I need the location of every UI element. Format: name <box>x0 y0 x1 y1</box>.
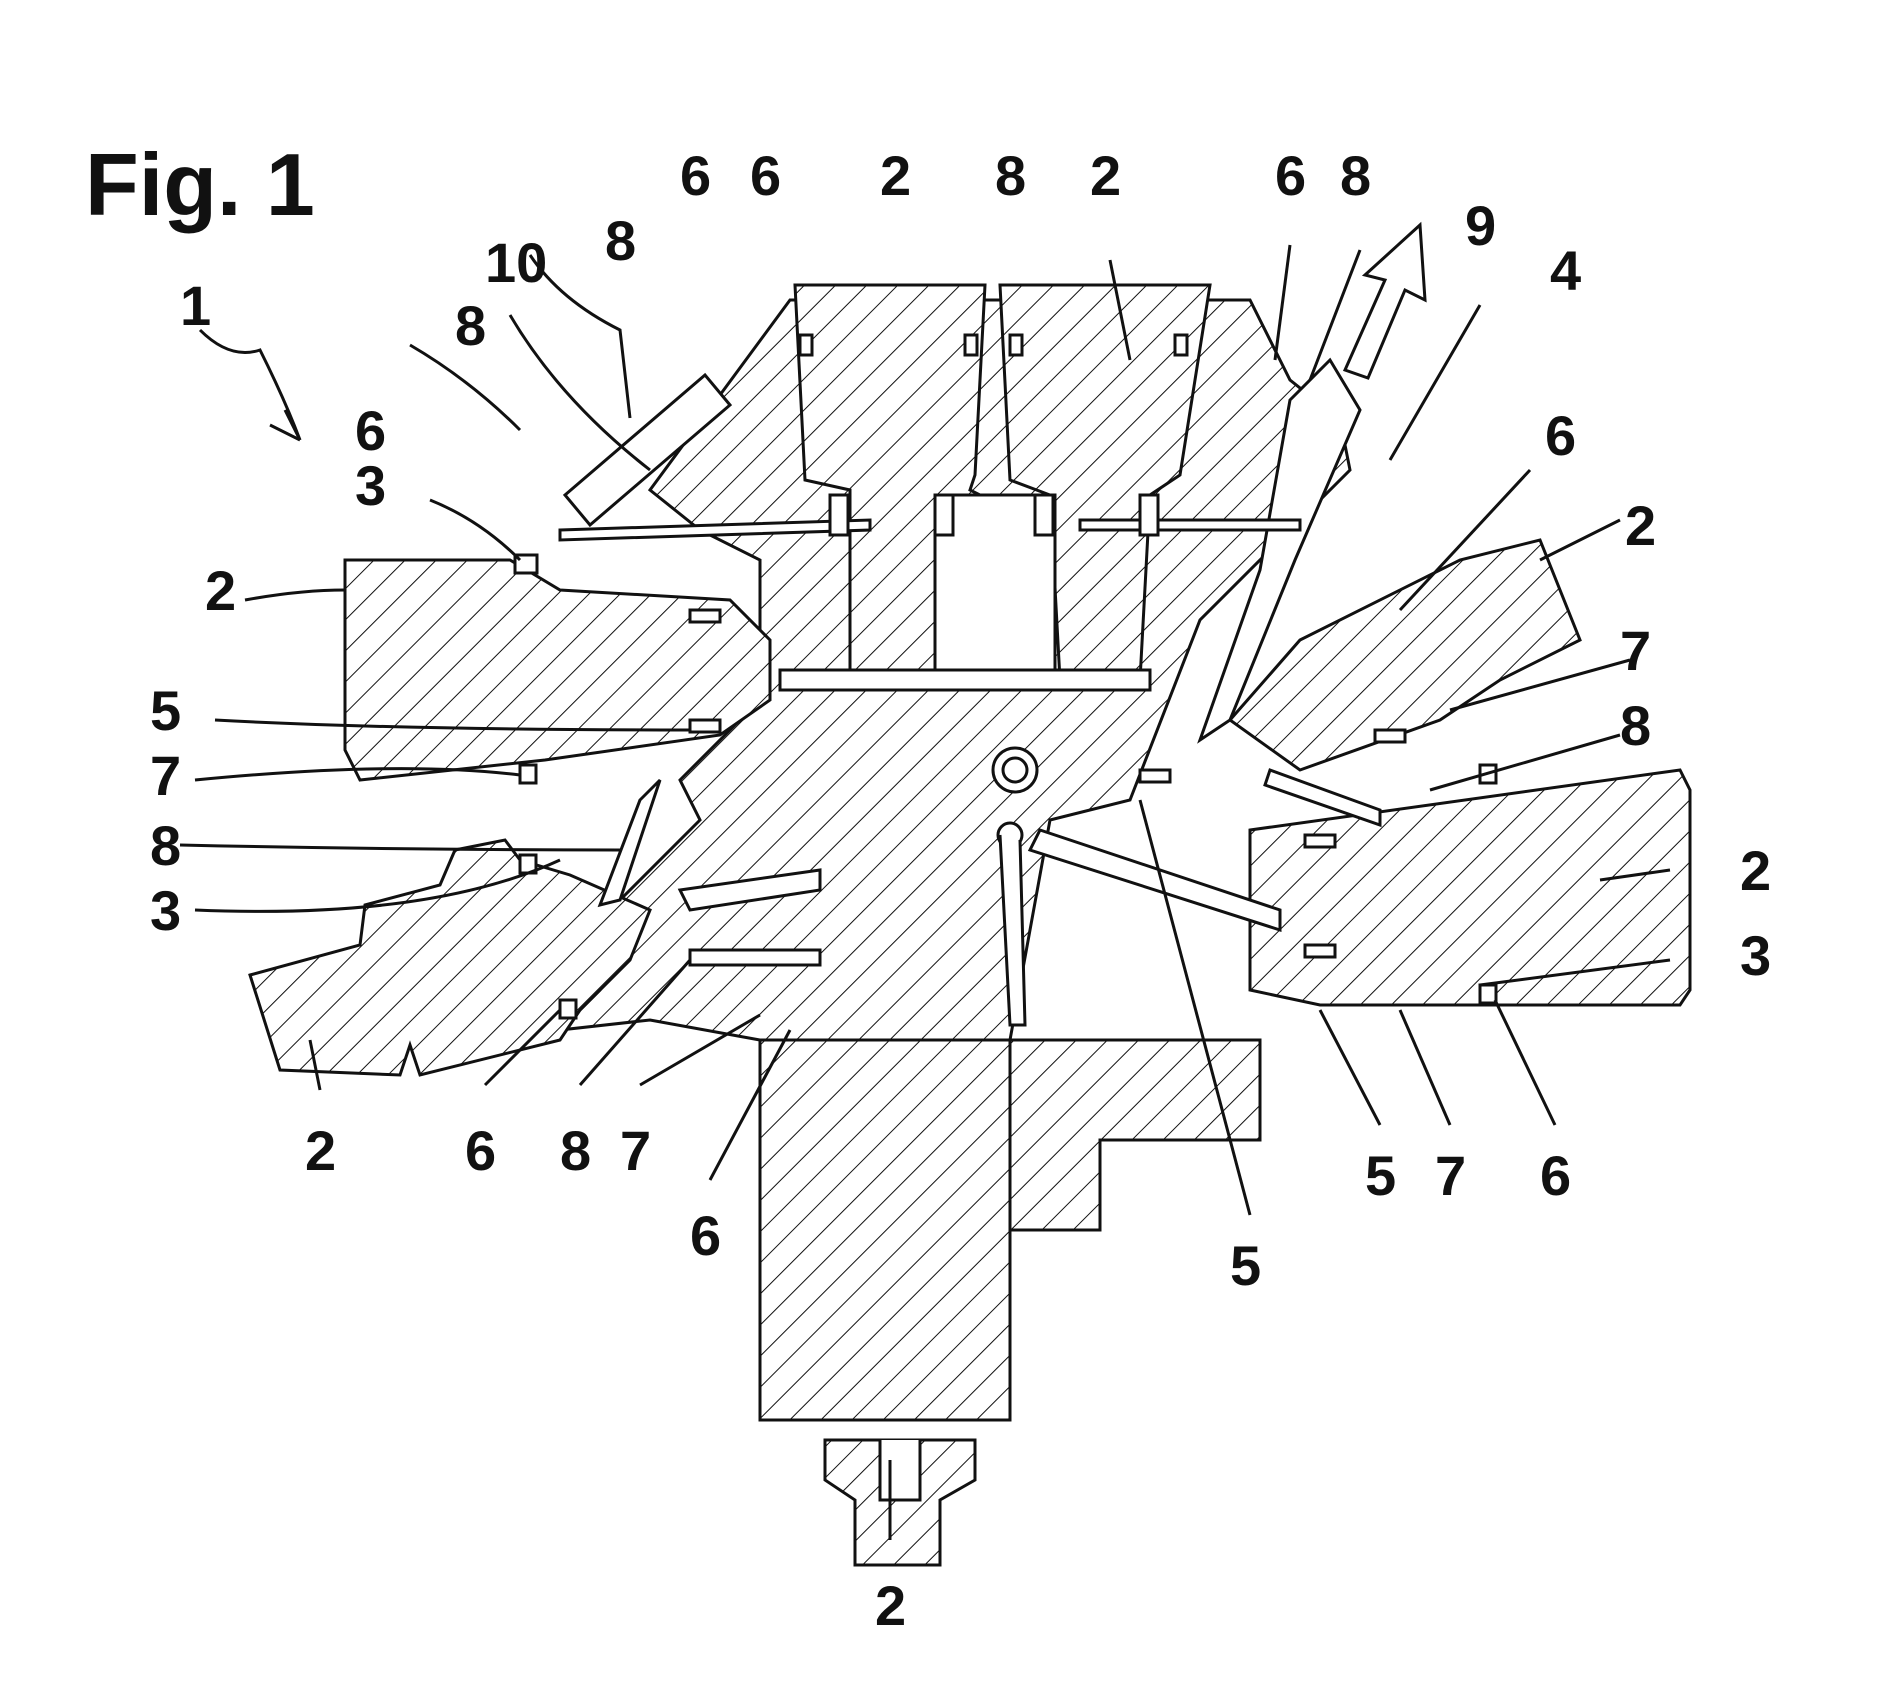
label-8: 8 <box>605 209 636 272</box>
label-2: 2 <box>1625 494 1656 557</box>
valve-lever <box>991 746 1039 1027</box>
label-5: 5 <box>150 679 181 742</box>
label-6: 6 <box>355 399 386 462</box>
label-6: 6 <box>750 144 781 207</box>
label-6: 6 <box>1540 1144 1571 1207</box>
internal-channels <box>558 518 1382 967</box>
label-10: 10 <box>485 231 547 294</box>
label-3: 3 <box>355 454 386 517</box>
label-6: 6 <box>680 144 711 207</box>
label-7: 7 <box>150 744 181 807</box>
label-3: 3 <box>1740 924 1771 987</box>
label-2: 2 <box>1740 839 1771 902</box>
label-2: 2 <box>880 144 911 207</box>
label-5: 5 <box>1365 1144 1396 1207</box>
label-6: 6 <box>465 1119 496 1182</box>
label-9: 9 <box>1465 194 1496 257</box>
label-6: 6 <box>1275 144 1306 207</box>
sensor-element <box>562 372 733 528</box>
flow-arrow-icon <box>1342 221 1427 380</box>
reference-labels: 1 10 8 8 6 3 2 5 7 8 3 2 6 8 7 6 2 6 6 2… <box>150 144 1771 1637</box>
seal-rings <box>513 333 1498 1020</box>
figure-title: Fig. 1 <box>85 135 315 234</box>
label-7: 7 <box>1435 1144 1466 1207</box>
label-8: 8 <box>150 814 181 877</box>
left-upper-plug <box>343 558 772 782</box>
label-2: 2 <box>205 559 236 622</box>
label-8: 8 <box>995 144 1026 207</box>
label-6: 6 <box>1545 404 1576 467</box>
label-8: 8 <box>1340 144 1371 207</box>
label-1: 1 <box>180 274 211 337</box>
label-5: 5 <box>1230 1234 1261 1297</box>
label-2: 2 <box>875 1574 906 1637</box>
bottom-plug <box>823 1438 977 1567</box>
label-7: 7 <box>1620 619 1651 682</box>
label-4: 4 <box>1550 239 1581 302</box>
label-2: 2 <box>305 1119 336 1182</box>
label-7: 7 <box>620 1119 651 1182</box>
leader-lines <box>179 244 1671 1540</box>
label-6: 6 <box>690 1204 721 1267</box>
right-side-plug <box>1248 768 1692 1007</box>
outlet-channel <box>1197 221 1427 744</box>
label-2: 2 <box>1090 144 1121 207</box>
left-lower-plug <box>248 838 652 1077</box>
label-3: 3 <box>150 879 181 942</box>
label-8: 8 <box>455 294 486 357</box>
right-upper-plug <box>1227 538 1582 772</box>
label-8: 8 <box>1620 694 1651 757</box>
label-8: 8 <box>560 1119 591 1182</box>
